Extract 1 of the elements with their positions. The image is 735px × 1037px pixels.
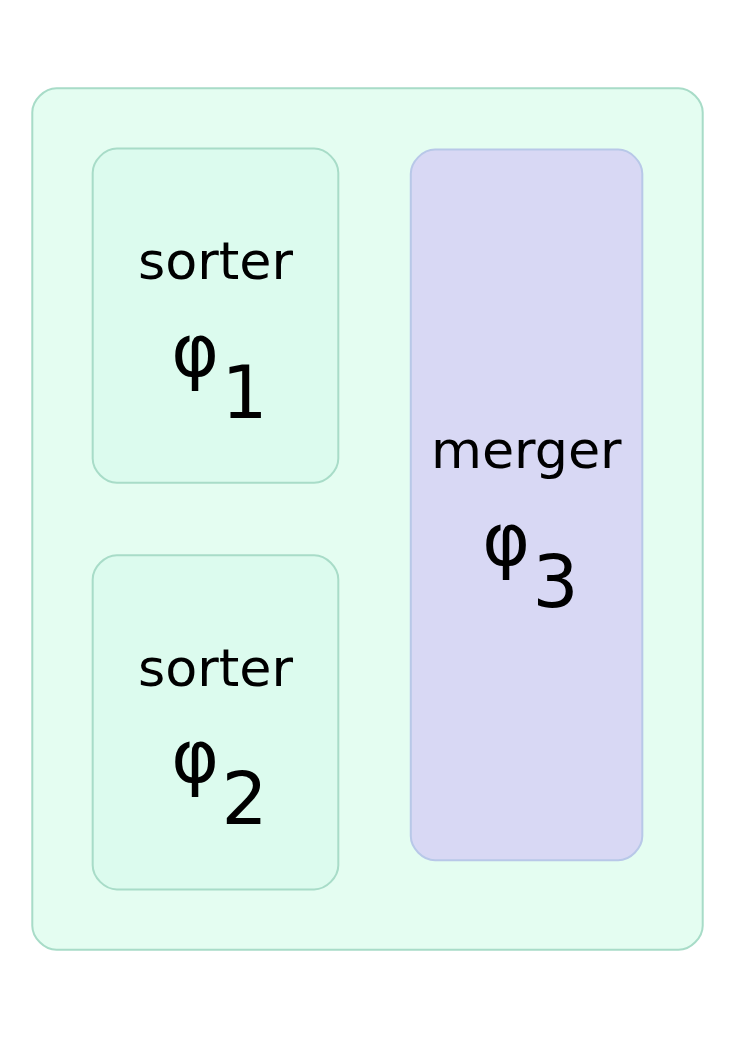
cluster bbox=[31, 86, 704, 951]
